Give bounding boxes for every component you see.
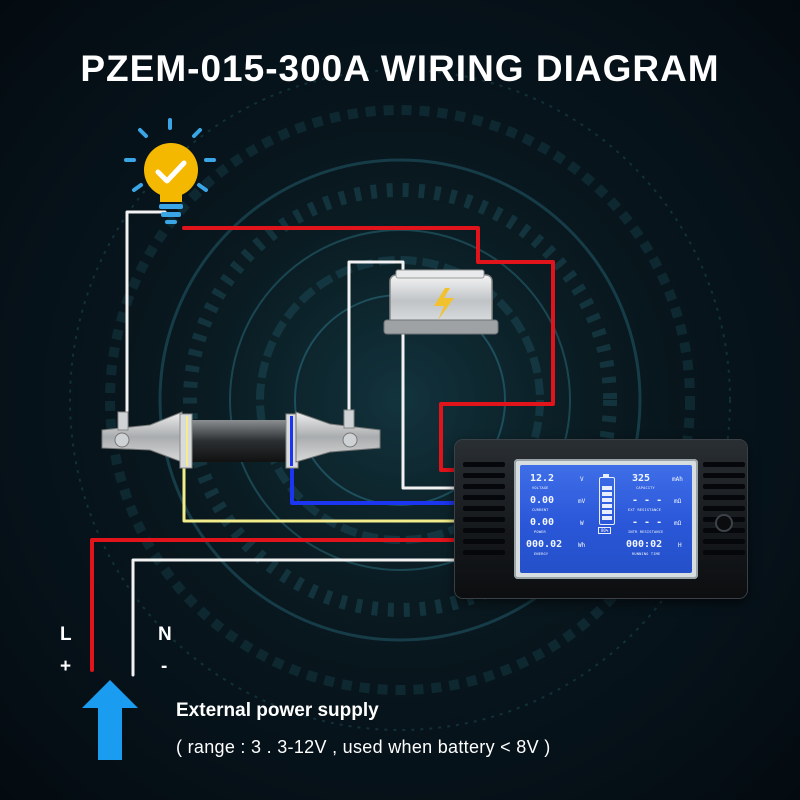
current-caption: CURRENT [532, 508, 549, 512]
energy-caption: ENERGY [534, 552, 549, 556]
lcd-display: 12.2 V VOLTAGE 0.00 mV CURRENT 0.00 W PO… [520, 465, 692, 573]
int-resistance-value: - - - [632, 517, 663, 528]
power-supply-range: ( range : 3 . 3-12V , used when battery … [176, 737, 551, 757]
voltage-value: 12.2 [530, 473, 555, 484]
int-resistance-caption: INTR RESISTANCE [628, 530, 664, 534]
neutral-label: N [158, 624, 172, 645]
capacity-value: 325 [632, 473, 651, 484]
current-value: 0.00 [530, 495, 555, 506]
running-time-caption: RUNNING TIME [632, 552, 661, 556]
ext-resistance-caption: EXT RESISTANCE [628, 508, 662, 512]
page-title: PZEM-015-300A WIRING DIAGRAM [80, 48, 720, 89]
white-wire-battery [347, 260, 460, 490]
shunt-icon [101, 409, 381, 469]
up-arrow-icon [82, 680, 138, 760]
battery-percent: 80% [598, 527, 612, 534]
lightning-icon [434, 288, 454, 320]
capacity-unit: mAh [672, 476, 683, 483]
capacity-caption: CAPACITY [636, 486, 655, 490]
energy-value: 000.02 [526, 539, 563, 550]
power-caption: POWER [534, 530, 546, 534]
yellow-wire [182, 463, 460, 523]
live-label: L [60, 624, 72, 645]
meter-vent-left [463, 462, 505, 570]
voltage-caption: VOLTAGE [532, 486, 549, 490]
red-wire-load [182, 226, 555, 472]
white-wire-supply [131, 558, 460, 677]
lcd-frame: 12.2 V VOLTAGE 0.00 mV CURRENT 0.00 W PO… [514, 459, 698, 579]
light-rays [124, 118, 216, 192]
energy-unit: Wh [578, 542, 586, 549]
ext-resistance-unit: mΩ [674, 498, 682, 505]
voltage-unit: V [580, 476, 584, 483]
current-unit: mV [578, 498, 586, 505]
ext-resistance-value: - - - [632, 495, 663, 506]
plus-label: + [60, 656, 72, 677]
power-supply-title: External power supply [176, 700, 379, 721]
lightbulb-icon [124, 118, 216, 224]
meter-button[interactable] [717, 516, 731, 530]
white-wire-load [125, 210, 167, 432]
background-rings [40, 40, 760, 760]
power-value: 0.00 [530, 517, 555, 528]
battery-gauge-cap [603, 474, 609, 477]
int-resistance-unit: mΩ [674, 520, 682, 527]
running-time-value: 000:02 [626, 539, 663, 550]
red-wire-supply [90, 538, 460, 672]
pzem-meter: 12.2 V VOLTAGE 0.00 mV CURRENT 0.00 W PO… [455, 440, 747, 598]
power-unit: W [580, 520, 584, 527]
check-icon [155, 160, 187, 184]
running-time-unit: H [678, 542, 682, 549]
battery-gauge [599, 477, 615, 525]
minus-label: - [161, 656, 168, 677]
